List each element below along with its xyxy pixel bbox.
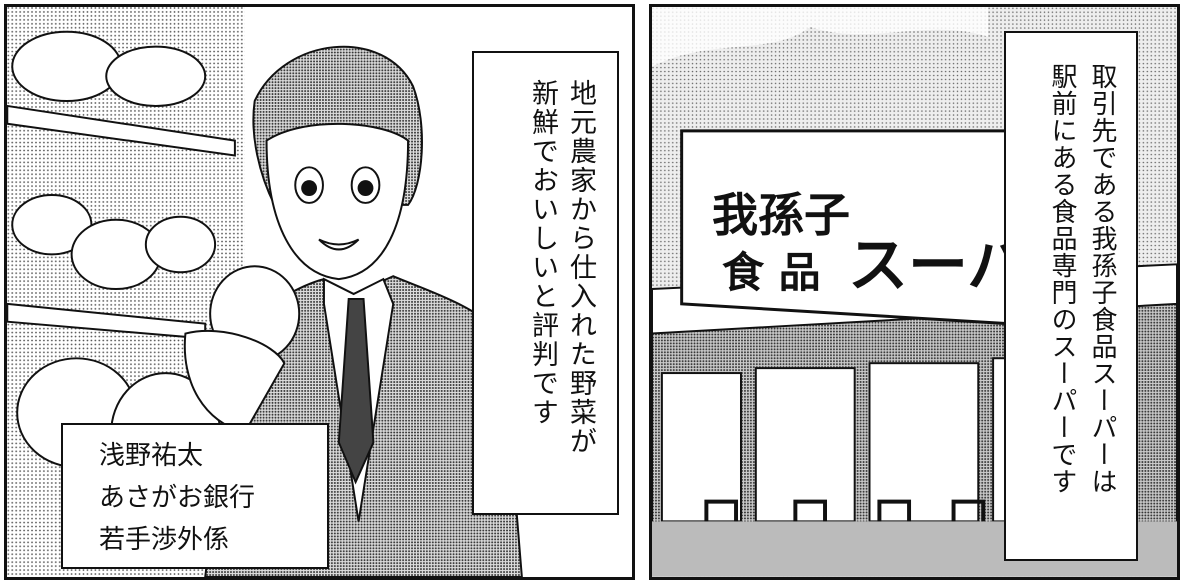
right-panel: 我孫子 食 品 スーパー 取引先である我孫子食品スーパーは 駅前にある食品専門の… [649,4,1180,580]
left-panel: 地元農家から仕入れた野菜が 新鮮でおいしいと評判です 浅野祐太 あさがお銀行 若… [4,4,635,580]
narration-line-1: 地元農家から仕入れた野菜が [565,79,596,456]
narration-line-1: 取引先である我孫子食品スーパーは [1087,63,1117,495]
narration-line-2: 新鮮でおいしいと評判です [527,79,558,427]
character-role: 若手渉外係 [99,525,230,555]
store-sign-line-1: 我孫子 [712,188,850,242]
character-caption-box: 浅野祐太 あさがお銀行 若手渉外係 [61,423,329,569]
character-company: あさがお銀行 [99,483,256,513]
character-name: 浅野祐太 [99,441,204,471]
narration-box: 取引先である我孫子食品スーパーは 駅前にある食品専門のスーパーです [1004,31,1138,561]
narration-line-2: 駅前にある食品専門のスーパーです [1047,63,1077,495]
store-sign-line-2: 食 品 [722,248,821,297]
narration-box: 地元農家から仕入れた野菜が 新鮮でおいしいと評判です [472,51,619,515]
